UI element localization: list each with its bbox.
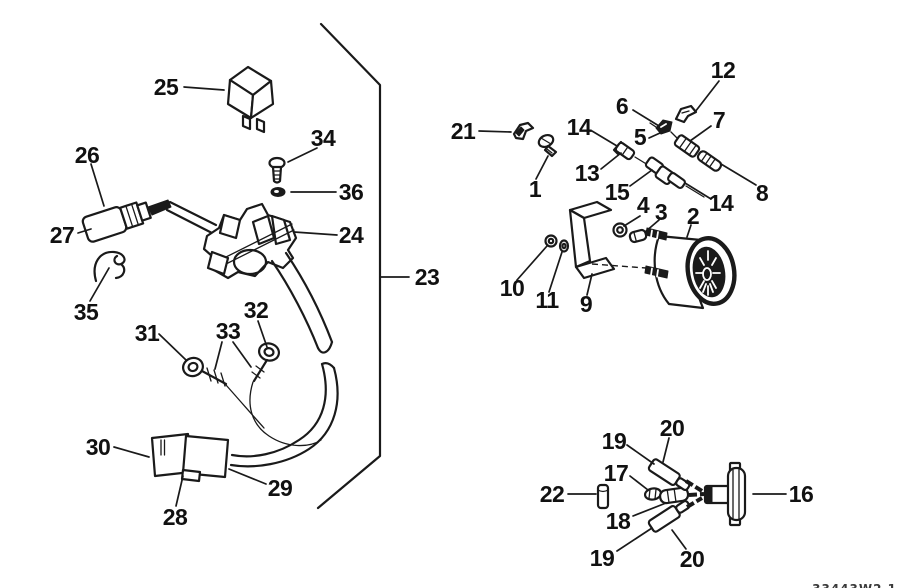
- callout-1: 1: [529, 176, 542, 202]
- nut-36: [270, 187, 286, 197]
- callout-22: 22: [540, 481, 565, 507]
- callout-6: 6: [616, 93, 628, 119]
- wire-18-stub: [688, 492, 705, 497]
- fitting-14a: [614, 141, 636, 161]
- connector-housing-29: [180, 434, 230, 483]
- spacer-3: [628, 228, 648, 244]
- boundary-line-23: [316, 22, 382, 510]
- wire-connector-26-27: [81, 199, 218, 243]
- callout-34: 34: [311, 125, 336, 151]
- screw-8: [696, 150, 723, 172]
- callout-14a: 14: [567, 114, 592, 140]
- wire-19b: [685, 496, 704, 509]
- callout-19a: 19: [602, 428, 627, 454]
- callout-18: 18: [606, 508, 631, 534]
- callout-32: 32: [244, 297, 269, 323]
- fitting-14b: [667, 172, 686, 189]
- relay-part-25: [226, 65, 275, 134]
- callout-7: 7: [713, 107, 725, 133]
- callout-31: 31: [135, 320, 160, 346]
- rod-14b: [685, 185, 705, 198]
- callout-29: 29: [268, 475, 293, 501]
- callout-13: 13: [575, 160, 600, 186]
- washer-11: [558, 239, 570, 253]
- callout-35: 35: [74, 299, 99, 325]
- callout-17: 17: [604, 460, 629, 486]
- callout-5: 5: [634, 124, 647, 150]
- callout-36: 36: [339, 179, 364, 205]
- callout-21: 21: [451, 118, 476, 144]
- screw-1: [537, 133, 558, 158]
- ring-terminal-32: [251, 342, 281, 383]
- connector-7: [673, 134, 701, 158]
- rod-5: [649, 122, 678, 139]
- terminal-6: [655, 119, 673, 135]
- bullet-connector-18: [658, 486, 690, 505]
- callout-2: 2: [687, 203, 699, 229]
- wire-19a: [684, 479, 704, 493]
- callout-30: 30: [86, 434, 111, 460]
- terminal-22: [596, 483, 610, 510]
- callout-25: 25: [154, 74, 179, 100]
- leader-lines: [77, 80, 787, 552]
- gauge-rear-16: [703, 461, 747, 527]
- callout-20b: 20: [680, 546, 705, 572]
- assembly-dash-line: [591, 263, 647, 269]
- trim-gauge-2: [644, 227, 737, 310]
- callout-26: 26: [75, 142, 100, 168]
- wire-31: [225, 384, 265, 429]
- callout-8: 8: [756, 180, 769, 206]
- screw-34: [268, 156, 286, 184]
- ring-terminal-31: [182, 356, 228, 387]
- callout-23: 23: [415, 264, 440, 290]
- callout-11: 11: [535, 287, 559, 313]
- main-connector-24: [202, 202, 298, 280]
- callout-14b: 14: [709, 190, 734, 216]
- callout-15: 15: [605, 179, 630, 205]
- callout-19b: 19: [590, 545, 615, 571]
- nut-4: [612, 222, 628, 238]
- callout-24: 24: [339, 222, 364, 248]
- bracket-9: [568, 200, 616, 280]
- drawing-number: 33443W2 1: [812, 582, 897, 588]
- clip-21: [512, 121, 535, 141]
- callout-16: 16: [789, 481, 814, 507]
- clip-12: [674, 104, 698, 124]
- nut-10: [544, 234, 558, 248]
- harness-tube-lower: [229, 362, 339, 468]
- sleeve-20a: [647, 458, 691, 491]
- callout-28: 28: [163, 504, 188, 530]
- callout-9: 9: [580, 291, 592, 317]
- wire-32: [249, 381, 322, 447]
- callout-10: 10: [500, 275, 525, 301]
- callout-4: 4: [637, 192, 650, 218]
- callout-3: 3: [655, 199, 667, 225]
- callout-33: 33: [216, 318, 241, 344]
- callout-20a: 20: [660, 415, 685, 441]
- connector-17: [643, 487, 663, 501]
- clip-35: [93, 250, 126, 283]
- callout-12: 12: [711, 57, 736, 83]
- callout-27: 27: [50, 222, 75, 248]
- harness-tube: [270, 251, 334, 354]
- sleeve-20b: [647, 500, 691, 533]
